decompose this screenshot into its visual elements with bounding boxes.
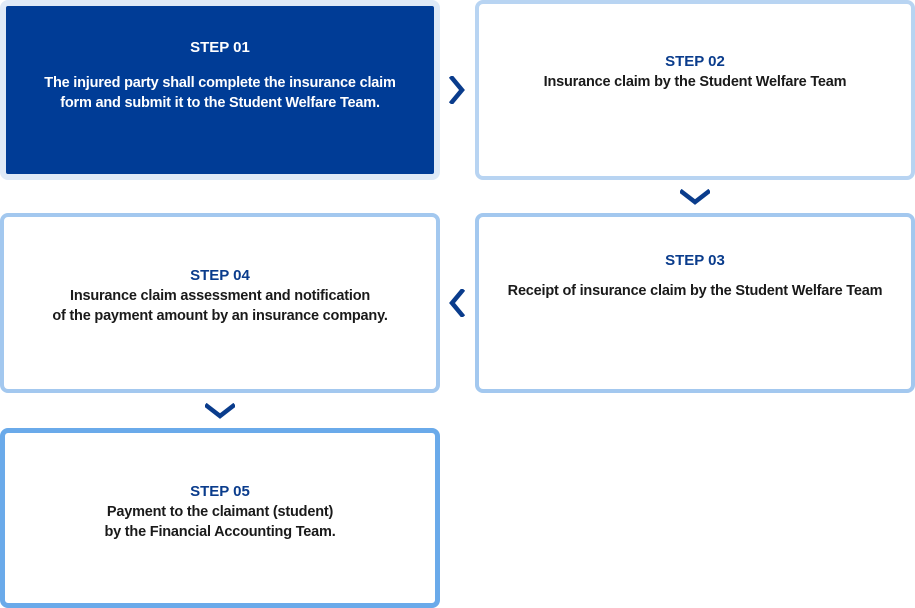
step-02-label: STEP 02 [665, 53, 725, 70]
chevron-down-icon [205, 403, 235, 419]
step-03-box: STEP 03 Receipt of insurance claim by th… [475, 213, 915, 393]
step-05-text: Payment to the claimant (student) by the… [104, 504, 336, 540]
chevron-down-icon [680, 189, 710, 205]
step-04-text: Insurance claim assessment and notificat… [52, 288, 388, 324]
step-01-box: STEP 01 The injured party shall complete… [0, 0, 440, 180]
step-04-box: STEP 04 Insurance claim assessment and n… [0, 213, 440, 393]
step-03-text: Receipt of insurance claim by the Studen… [507, 283, 883, 299]
step-02-text: Insurance claim by the Student Welfare T… [543, 74, 847, 90]
chevron-left-icon [449, 289, 465, 317]
chevron-right-icon [449, 76, 465, 104]
step-05-box: STEP 05 Payment to the claimant (student… [0, 428, 440, 608]
step-02-box: STEP 02 Insurance claim by the Student W… [475, 0, 915, 180]
step-04-label: STEP 04 [190, 267, 250, 284]
step-03-label: STEP 03 [665, 252, 725, 269]
step-01-text: The injured party shall complete the ins… [44, 75, 396, 111]
step-05-label: STEP 05 [190, 483, 250, 500]
step-01-label: STEP 01 [190, 39, 250, 56]
